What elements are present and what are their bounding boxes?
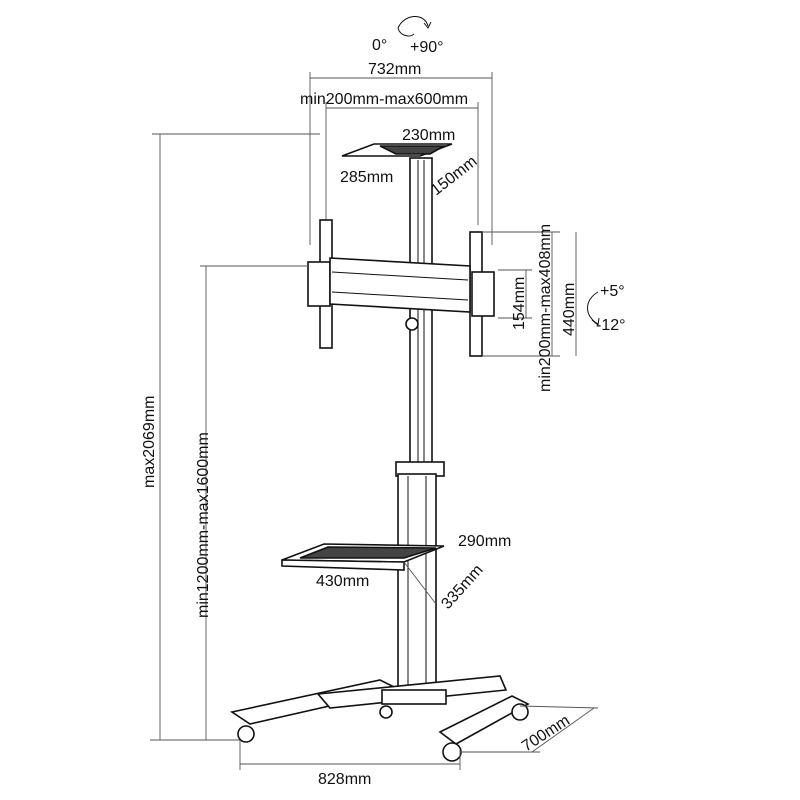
tilt-up-label: +5° bbox=[600, 283, 625, 300]
overall-height-label: 440mm bbox=[561, 283, 578, 336]
base bbox=[229, 675, 530, 762]
top-shelf-length-label: 285mm bbox=[340, 169, 393, 186]
rotation-arrow-icon bbox=[397, 16, 432, 29]
top-shelf-depth-label: 150mm bbox=[428, 153, 481, 199]
tilt-indicator: +5° -12° bbox=[587, 283, 626, 334]
caster-front-right bbox=[442, 742, 462, 762]
middle-shelf: 290mm 430mm 335mm bbox=[281, 533, 511, 613]
base-width-label: 828mm bbox=[318, 771, 371, 788]
middle-shelf-depth-label: 290mm bbox=[458, 533, 511, 550]
caster-front-left bbox=[237, 725, 255, 743]
base-depth-label: 700mm bbox=[519, 712, 573, 755]
caster-back-right bbox=[511, 703, 529, 721]
tilt-arrow-icon bbox=[587, 291, 600, 326]
vesa-horizontal-label: min200mm-max600mm bbox=[300, 91, 468, 108]
pole-lower bbox=[395, 461, 445, 703]
bracket-width-dimension: 732mm bbox=[309, 61, 493, 245]
rotation-from-label: 0° bbox=[372, 37, 387, 54]
middle-shelf-width-label: 430mm bbox=[316, 573, 369, 590]
center-height-dimension: min1200mm-max1600mm bbox=[195, 265, 308, 740]
vesa-horizontal-dimension: min200mm-max600mm bbox=[300, 91, 479, 225]
bracket-height-label: 154mm bbox=[511, 277, 528, 330]
caster-back-left bbox=[379, 705, 393, 719]
max-height-label: max2069mm bbox=[141, 396, 158, 488]
pole-upper bbox=[405, 157, 433, 467]
base-width-dimension: 828mm bbox=[239, 740, 461, 788]
vesa-vertical-label: min200mm-max408mm bbox=[537, 224, 554, 392]
rotation-to-label: +90° bbox=[410, 39, 444, 56]
tilt-down-label: -12° bbox=[596, 317, 626, 334]
max-height-dimension: max2069mm bbox=[141, 133, 320, 740]
middle-shelf-side-label: 335mm bbox=[438, 562, 486, 613]
top-shelf-width-label: 230mm bbox=[402, 127, 455, 144]
vesa-vertical-dimension: 154mm min200mm-max408mm 440mm bbox=[482, 224, 578, 392]
center-height-label: min1200mm-max1600mm bbox=[195, 432, 212, 618]
rotation-indicator: 0° +90° bbox=[372, 16, 444, 56]
vesa-bracket bbox=[307, 219, 495, 357]
overall-width-label: 732mm bbox=[368, 61, 421, 78]
